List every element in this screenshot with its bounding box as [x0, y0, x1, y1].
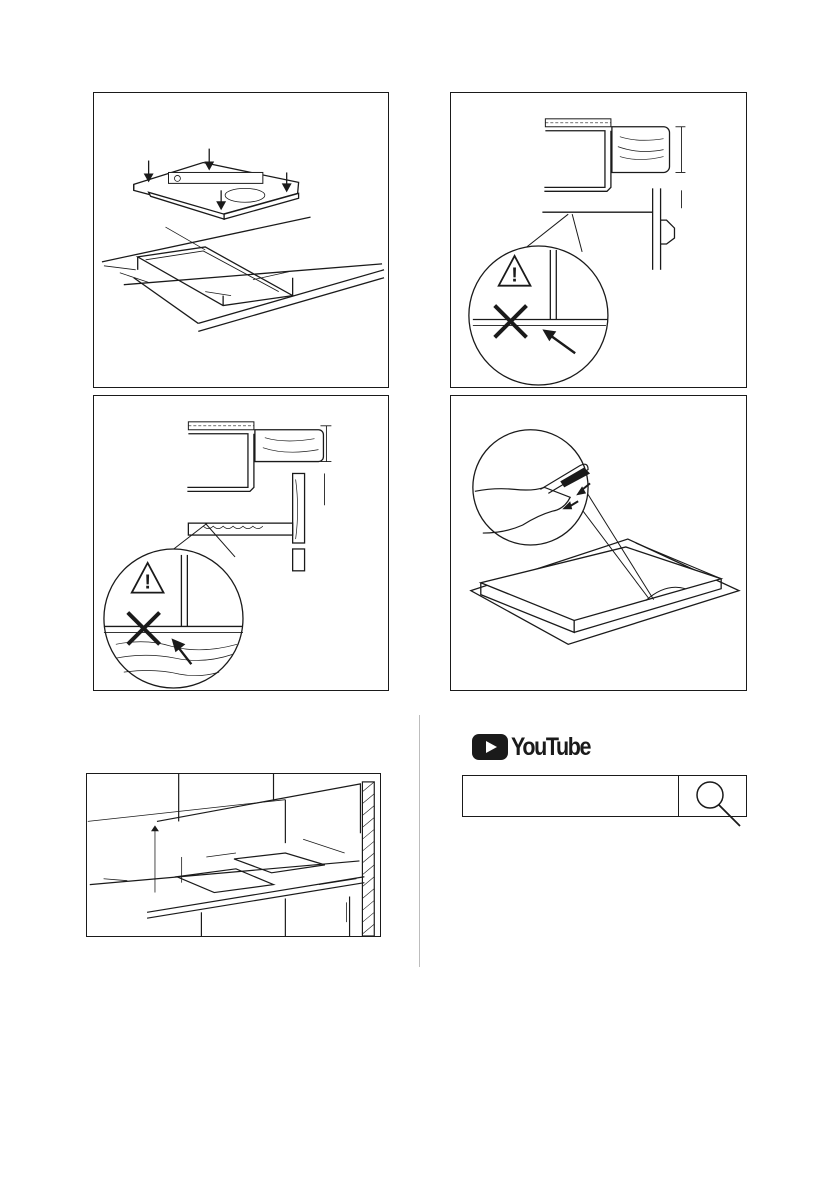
- magnifier-icon: [679, 776, 747, 818]
- kitchen-cutout-diagram: [87, 774, 380, 936]
- youtube-wordmark: YouTube: [511, 733, 590, 762]
- figure-seal-strip: [450, 395, 747, 691]
- figure-cutout-dimensions: [86, 773, 381, 937]
- youtube-search-box: [462, 775, 747, 817]
- seal-strip-diagram: [451, 396, 746, 690]
- search-input[interactable]: [463, 776, 678, 816]
- warning-mark-2: !: [144, 572, 151, 594]
- youtube-logo: YouTube: [472, 732, 603, 762]
- column-divider: [419, 715, 420, 967]
- figure-wood-drawer-warning: !: [93, 395, 389, 691]
- hob-placement-diagram: [94, 93, 388, 387]
- wood-drawer-warning-diagram: !: [94, 396, 388, 690]
- figure-edge-gap-warning: !: [450, 92, 747, 388]
- figure-hob-placement: [93, 92, 389, 388]
- edge-gap-warning-diagram: !: [451, 93, 746, 387]
- play-icon: [472, 734, 508, 760]
- warning-mark: !: [511, 265, 518, 287]
- search-button[interactable]: [678, 776, 746, 816]
